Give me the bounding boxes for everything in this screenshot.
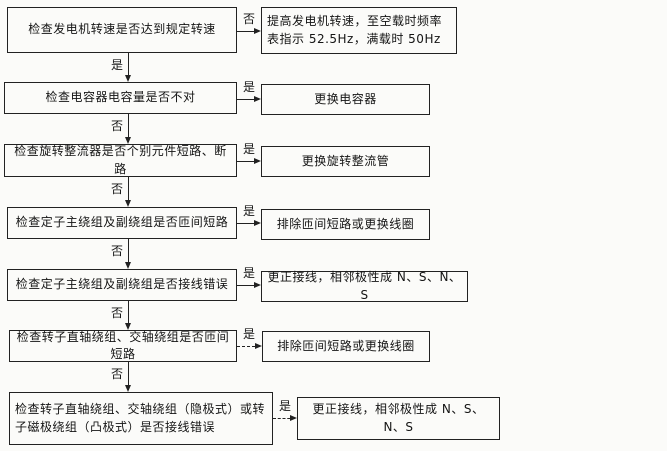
check-node-7: 检查转子直轴绕组、交轴绕组（隐极式）或转子磁极绕组（凸极式）是否接线错误: [9, 392, 273, 445]
branch-label-5: 是: [242, 266, 255, 280]
check-node-1: 检查发电机转速是否达到规定转速: [7, 7, 237, 53]
branch-arrow-3: [237, 158, 261, 164]
check-node-5: 检查定子主绕组及副绕组是否接线错误: [7, 269, 237, 301]
branch-label-1: 否: [242, 12, 255, 26]
down-arrow-2: [125, 114, 131, 144]
branch-label-6: 是: [242, 327, 255, 341]
branch-arrow-1: [237, 28, 261, 34]
action-node-5: 更正接线，相邻极性成 N、S、N、S: [261, 270, 468, 302]
check-node-4: 检查定子主绕组及副绕组是否匝间短路: [7, 207, 237, 239]
branch-arrow-4: [237, 220, 261, 226]
branch-arrow-5: [237, 282, 261, 288]
action-node-6: 排除匝间短路或更换线圈: [262, 331, 430, 362]
branch-label-2: 是: [242, 80, 255, 94]
down-arrow-3: [125, 177, 131, 207]
action-node-2: 更换电容器: [261, 84, 430, 115]
down-arrow-5: [125, 301, 131, 330]
down-arrow-6: [125, 362, 131, 392]
action-node-1: 提高发电机转速，至空载时频率表指示 52.5Hz，满载时 50Hz: [261, 7, 457, 54]
action-node-3: 更换旋转整流管: [261, 146, 430, 177]
branch-arrow-2: [237, 96, 261, 102]
branch-arrow-6: [237, 343, 262, 349]
down-label-6: 否: [110, 367, 123, 381]
branch-label-7: 是: [278, 399, 291, 413]
down-label-4: 否: [110, 244, 123, 258]
action-node-4: 排除匝间短路或更换线圈: [261, 209, 430, 240]
action-node-7: 更正接线，相邻极性成 N、S、N、S: [297, 397, 500, 440]
branch-arrow-7: [273, 415, 297, 421]
down-arrow-4: [125, 239, 131, 269]
down-label-1: 是: [110, 58, 123, 72]
check-node-3: 检查旋转整流器是否个别元件短路、断路: [4, 144, 237, 177]
check-node-6: 检查转子直轴绕组、交轴绕组是否匝间短路: [9, 330, 237, 362]
down-label-3: 否: [110, 182, 123, 196]
branch-label-4: 是: [242, 204, 255, 218]
down-label-5: 否: [110, 306, 123, 320]
down-label-2: 否: [110, 119, 123, 133]
branch-label-3: 是: [242, 142, 255, 156]
check-node-2: 检查电容器电容量是否不对: [4, 82, 237, 114]
down-arrow-1: [125, 53, 131, 82]
